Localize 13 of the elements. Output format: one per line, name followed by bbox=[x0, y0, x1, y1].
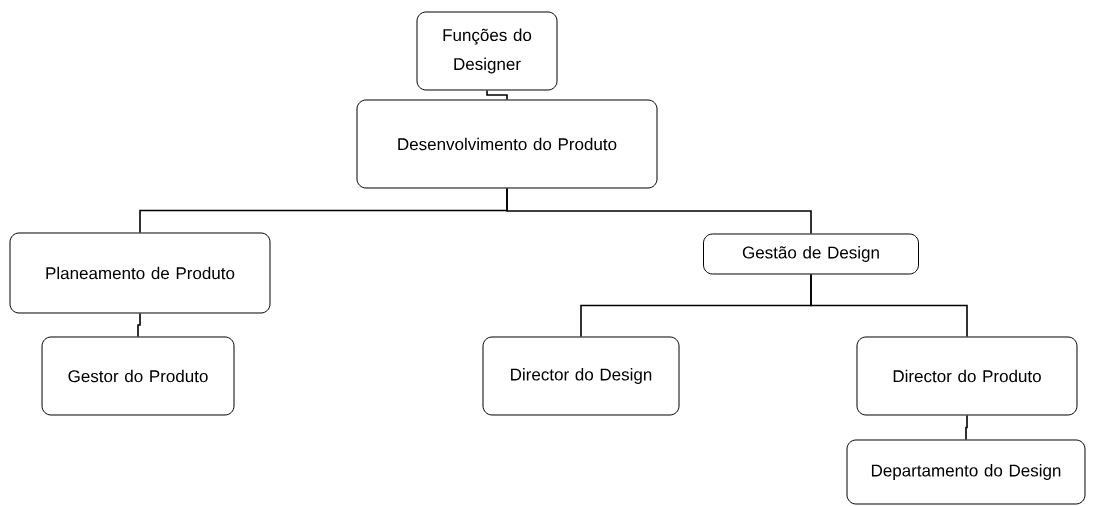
org-box: Gestor do Produto bbox=[41, 336, 235, 416]
connector-line bbox=[810, 273, 968, 338]
connector-line bbox=[486, 89, 508, 101]
org-box: Gestão de Design bbox=[703, 233, 919, 275]
org-box: Funções do Designer bbox=[416, 11, 558, 91]
connector-line bbox=[506, 187, 812, 235]
org-box: Planeamento de Produto bbox=[9, 232, 271, 314]
org-box: Departamento do Design bbox=[846, 439, 1086, 505]
org-box: Director do Produto bbox=[856, 336, 1078, 416]
org-box: Desenvolvimento do Produto bbox=[356, 99, 658, 189]
org-box: Director do Design bbox=[482, 336, 680, 416]
connector-line bbox=[137, 312, 141, 338]
connector-line bbox=[965, 414, 968, 441]
